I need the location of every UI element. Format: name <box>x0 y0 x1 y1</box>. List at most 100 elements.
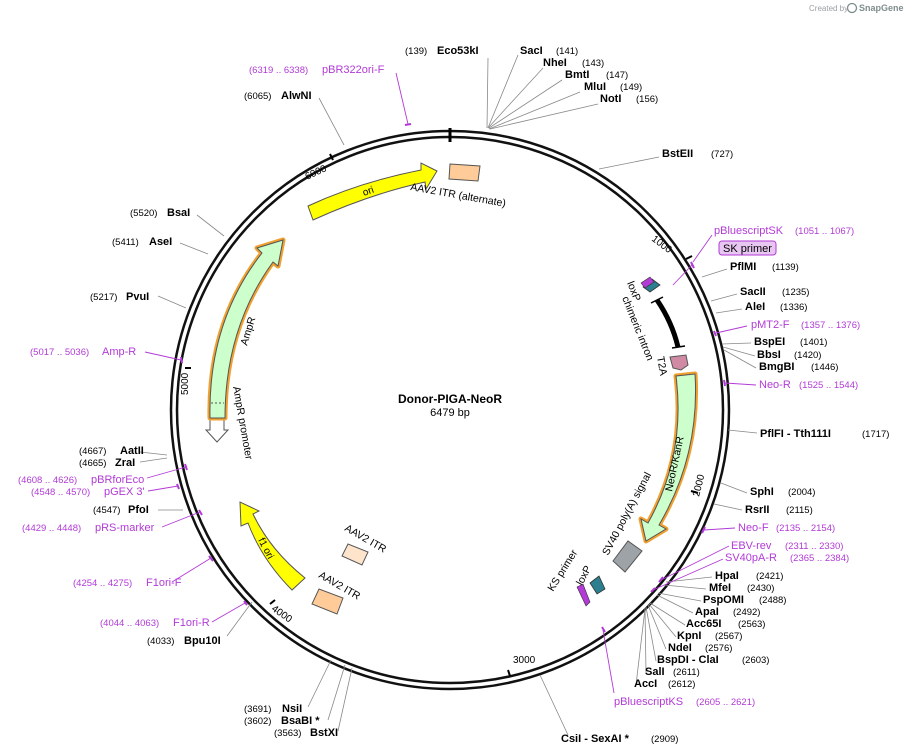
enzyme-name[interactable]: AccI <box>634 678 657 690</box>
enzyme-name[interactable]: RsrII <box>745 504 769 516</box>
aav2-itr-box[interactable] <box>341 543 369 566</box>
enzyme-name[interactable]: BspDI - ClaI <box>657 654 719 666</box>
enzyme-pos: (2492) <box>733 607 760 618</box>
enzyme-pos: (3602) <box>244 716 271 727</box>
enzyme-pos: (5217) <box>90 292 117 303</box>
ks-primer-arrow-icon[interactable] <box>576 583 591 607</box>
enzyme-pos: (1446) <box>811 362 838 373</box>
primer-name[interactable]: Neo-R <box>759 379 791 391</box>
enzyme-name[interactable]: BstXI <box>310 727 338 739</box>
t2a-box[interactable] <box>669 354 689 371</box>
sv40-polya-box[interactable] <box>612 540 643 573</box>
enzyme-name[interactable]: AatII <box>120 445 144 457</box>
enzyme-name[interactable]: BsaI <box>167 207 190 219</box>
enzyme-name[interactable]: NotI <box>600 93 621 105</box>
ori-arrow[interactable] <box>307 162 438 221</box>
snapgene-logo-icon <box>846 2 858 14</box>
enzyme-name[interactable]: HpaI <box>715 570 739 582</box>
feature-label-ori: ori <box>361 185 375 199</box>
enzyme-pos: (4033) <box>147 636 174 647</box>
tick-label: 5000 <box>180 372 191 395</box>
enzyme-name[interactable]: SacI <box>520 45 543 57</box>
enzyme-pos: (2611) <box>673 667 700 678</box>
ampr-arrow[interactable] <box>209 239 284 419</box>
f1-ori-arrow[interactable] <box>239 501 306 591</box>
enzyme-pos: (2909) <box>651 734 678 745</box>
primer-range: (5017 .. 5036) <box>30 347 89 358</box>
aav2-itr-box[interactable] <box>311 588 344 615</box>
primer-range: (1051 .. 1067) <box>795 226 854 237</box>
enzyme-name[interactable]: BbsI <box>757 349 781 361</box>
enzyme-pos: (3691) <box>244 704 271 715</box>
enzyme-name[interactable]: Acc65I <box>686 618 721 630</box>
enzyme-name[interactable]: NsiI <box>282 703 302 715</box>
enzyme-pos: (4665) <box>79 458 106 469</box>
enzyme-name[interactable]: Eco53kI <box>437 45 479 57</box>
enzyme-name[interactable]: BstEII <box>662 148 693 160</box>
enzyme-name[interactable]: SacII <box>740 286 766 298</box>
enzyme-name[interactable]: NheI <box>543 57 567 69</box>
enzyme-pos: (147) <box>606 70 628 81</box>
aav2-itr-alternate-box[interactable] <box>448 163 481 182</box>
enzyme-name[interactable]: BspEI <box>754 336 785 348</box>
primer-range: (2605 .. 2621) <box>696 697 755 708</box>
enzyme-name[interactable]: PflMI <box>730 261 756 273</box>
enzyme-pos: (6065) <box>244 91 271 102</box>
enzyme-name[interactable]: MluI <box>584 81 606 93</box>
enzyme-name[interactable]: ZraI <box>115 457 135 469</box>
primer-name[interactable]: pMT2-F <box>751 319 790 331</box>
loxp-site-icon[interactable] <box>589 575 606 595</box>
primer-name[interactable]: pGEX 3' <box>104 486 145 498</box>
enzyme-name[interactable]: SalI <box>645 666 665 678</box>
enzyme-name[interactable]: BsaBI * <box>281 715 320 727</box>
enzyme-name[interactable]: Bpu10I <box>184 635 221 647</box>
enzyme-name[interactable]: MfeI <box>709 582 731 594</box>
primer-name[interactable]: F1ori-R <box>173 617 210 629</box>
primer-name[interactable]: pBluescriptSK <box>714 225 784 237</box>
primer-range: (4608 .. 4626) <box>18 475 77 486</box>
enzyme-name[interactable]: SphI <box>750 486 774 498</box>
sk-primer-arrow-icon[interactable] <box>640 276 655 289</box>
enzyme-name[interactable]: PflFI - Tth111I <box>760 428 831 440</box>
enzyme-pos: (727) <box>711 149 733 160</box>
enzyme-name[interactable]: PspOMI <box>703 594 744 606</box>
primer-range: (2365 .. 2384) <box>790 553 849 564</box>
enzyme-name[interactable]: PvuI <box>126 291 149 303</box>
enzyme-pos: (1717) <box>862 429 889 440</box>
enzyme-name[interactable]: NdeI <box>668 642 692 654</box>
primer-name[interactable]: SV40pA-R <box>725 552 777 564</box>
chimeric-intron-bar[interactable] <box>654 298 681 348</box>
enzyme-name[interactable]: CsiI - SexAI * <box>561 733 630 745</box>
primer-name[interactable]: F1ori-F <box>146 577 182 589</box>
primer-name[interactable]: pRS-marker <box>95 522 155 534</box>
enzyme-name[interactable]: AlwNI <box>281 90 312 102</box>
bp-ticks <box>185 153 699 677</box>
enzyme-name[interactable]: BmtI <box>565 69 589 81</box>
primer-name[interactable]: Amp-R <box>102 346 136 358</box>
enzyme-pos: (2115) <box>786 505 813 516</box>
primer-connectors <box>144 72 757 694</box>
sk-primer-badge[interactable] <box>718 240 777 256</box>
tick-label: 6000 <box>304 163 329 183</box>
enzyme-name[interactable]: AleI <box>745 301 765 313</box>
enzyme-name[interactable]: AseI <box>149 236 172 248</box>
enzyme-name[interactable]: KpnI <box>677 630 701 642</box>
tick-label: 2000 <box>691 473 707 498</box>
feature-label-f1-ori: f1 ori <box>255 536 275 561</box>
intron-cap <box>671 345 686 349</box>
primer-name[interactable]: Neo-F <box>738 522 769 534</box>
ampr-promoter-arrow[interactable] <box>204 419 230 443</box>
feature-label-t2a: T2A <box>654 355 669 376</box>
primer-name[interactable]: EBV-rev <box>731 540 772 552</box>
enzyme-name[interactable]: PfoI <box>128 504 149 516</box>
primer-name[interactable]: pBRforEco <box>91 474 144 486</box>
enzyme-name[interactable]: ApaI <box>695 606 719 618</box>
enzyme-name[interactable]: BmgBI <box>759 361 794 373</box>
enzyme-pos: (1420) <box>794 350 821 361</box>
neor-kanr-arrow[interactable] <box>640 373 696 542</box>
primer-range: (2135 .. 2154) <box>776 523 835 534</box>
primer-name[interactable]: pBluescriptKS <box>614 696 683 708</box>
feature-label-aav2-itr-alternate: AAV2 ITR (alternate) <box>409 181 506 210</box>
primer-name[interactable]: pBR322ori-F <box>322 64 385 76</box>
